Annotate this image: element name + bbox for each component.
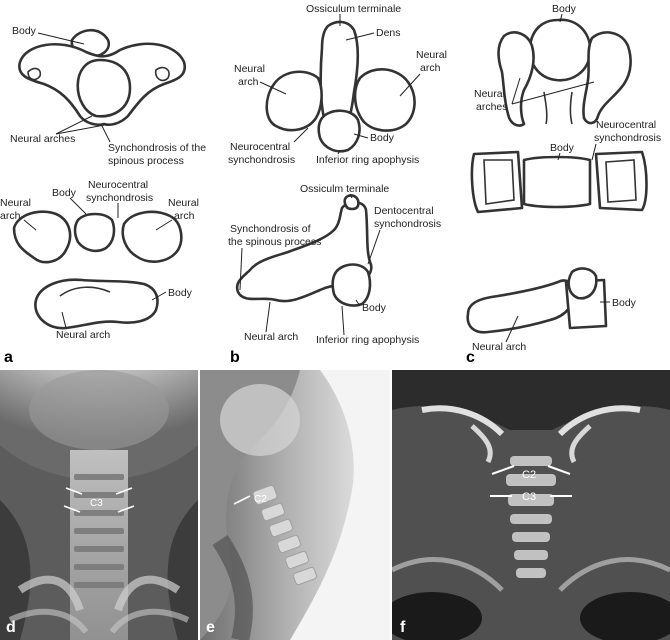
label-synchondrosis-spinous-2: spinous process	[108, 155, 184, 167]
label-body-mid: Body	[550, 142, 575, 154]
label-body: Body	[370, 132, 395, 144]
label-dentocentral-2: synchondrosis	[374, 218, 441, 230]
atlas-drawing	[19, 30, 184, 124]
label-body-bottom: Body	[362, 302, 387, 314]
label-neural-arch-left-2: arch	[238, 76, 259, 88]
label-ossiculm-terminale: Ossiculm terminale	[300, 183, 389, 195]
label-synchondrosis-spinous-1: Synchondrosis of the	[108, 142, 206, 154]
label-neural-arch-right-2: arch	[420, 62, 441, 74]
label-neurocentral-2: synchondrosis	[86, 192, 153, 204]
label-c3: C3	[522, 491, 536, 503]
adult-vertebra-top-drawing	[499, 20, 631, 126]
panel-e-letter: e	[206, 619, 215, 636]
label-neurocentral-1: Neurocentral	[596, 119, 656, 131]
label-neural-arch-right-2: arch	[174, 210, 195, 222]
label-c2: C2	[522, 469, 536, 481]
label-neurocentral-2: synchondrosis	[228, 154, 295, 166]
axis-lateral-drawing	[237, 195, 371, 305]
panel-e-radiograph: C2 e	[200, 370, 390, 640]
label-dens: Dens	[376, 27, 401, 39]
label-neurocentral-1: Neurocentral	[230, 141, 290, 153]
label-body-bottom: Body	[168, 287, 193, 299]
label-c3: C3	[90, 498, 103, 509]
panel-b: Ossiculum terminale Dens Neural arch Neu…	[224, 0, 462, 368]
label-inferior-ring-bottom: Inferior ring apophysis	[316, 334, 419, 346]
adult-vertebra-lateral-drawing	[468, 269, 606, 333]
label-neural-arches-1: Neural	[474, 88, 505, 100]
label-neural-arch-bottom: Neural arch	[56, 329, 110, 341]
label-body: Body	[552, 3, 577, 15]
label-neural-arch-bottom: Neural arch	[472, 341, 526, 353]
c3-lateral-drawing	[35, 280, 157, 328]
panel-f-ct: C2 C3 f	[392, 370, 670, 640]
panel-d-radiograph: C3 d	[0, 370, 198, 640]
label-body-mid: Body	[52, 187, 77, 199]
c3-ossification-centers	[14, 212, 181, 262]
adult-vertebra-front-drawing	[472, 152, 647, 212]
label-neural-arch-left-2: arch	[0, 210, 21, 222]
label-c2: C2	[254, 494, 267, 505]
label-synchondrosis-spinous-2: the spinous process	[228, 236, 321, 248]
panel-c: Body Neural arches Body Neurocentral syn…	[462, 0, 670, 368]
label-neural-arch-right-1: Neural	[416, 49, 447, 61]
label-inferior-ring: Inferior ring apophysis	[316, 154, 419, 166]
panel-a-letter: a	[4, 349, 13, 366]
label-neural-arch-left-1: Neural	[234, 63, 265, 75]
label-neural-arch-left-1: Neural	[0, 197, 31, 209]
panel-c-letter: c	[466, 349, 475, 366]
label-body-bottom: Body	[612, 297, 637, 309]
panel-b-letter: b	[230, 349, 240, 366]
label-ossiculum-terminale: Ossiculum terminale	[306, 3, 401, 15]
label-body: Body	[12, 25, 37, 37]
label-neurocentral-1: Neurocentral	[88, 179, 148, 191]
label-synchondrosis-spinous-1: Synchondrosis of	[230, 223, 311, 235]
label-neural-arches: Neural arches	[10, 133, 75, 145]
label-neural-arch-right-1: Neural	[168, 197, 199, 209]
panel-a: Body Neural arches Synchondrosis of the …	[0, 0, 224, 368]
label-neural-arches-2: arches	[476, 101, 508, 113]
panel-f-letter: f	[400, 619, 406, 636]
label-neural-arch-bottom: Neural arch	[244, 331, 298, 343]
panel-d-letter: d	[6, 619, 16, 636]
label-neurocentral-2: synchondrosis	[594, 132, 661, 144]
label-dentocentral-1: Dentocentral	[374, 205, 434, 217]
